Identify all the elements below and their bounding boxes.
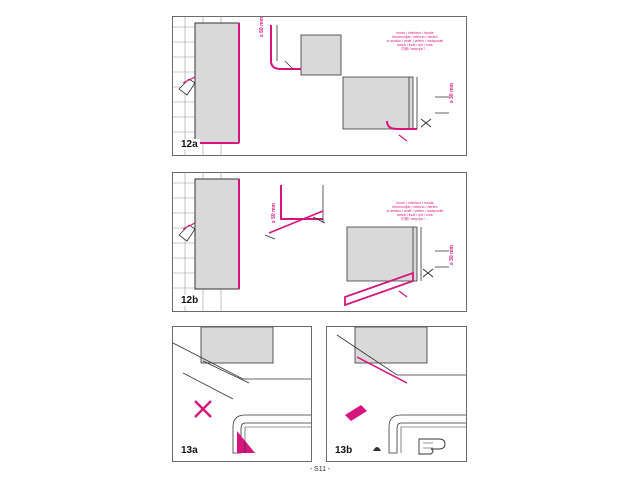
page-number: - S11 -	[309, 466, 331, 473]
detail-top	[264, 185, 326, 240]
measure-top: ≥ 50 mm	[271, 203, 277, 223]
door-glass	[194, 178, 240, 290]
measure-top: ≥ 50 mm	[259, 17, 265, 37]
inside-note: innen / intérieur / inside binnenzijde /…	[386, 201, 444, 222]
panel-label: 13b	[333, 445, 355, 456]
pink-x-icon	[194, 400, 212, 418]
detail-bottom	[342, 76, 449, 142]
inside-note: innen / intérieur / inside binnenzijde /…	[386, 31, 444, 52]
illustration-12b	[173, 173, 449, 311]
panel-13a: 13a	[172, 326, 312, 462]
cut-piece-icon	[345, 405, 367, 421]
door-glass	[354, 327, 428, 364]
illustration-12a	[173, 17, 449, 155]
hand-icon	[418, 438, 446, 455]
panel-13b: 13b	[326, 326, 467, 462]
illustration-13a	[173, 327, 311, 454]
panel-12b: innen / intérieur / inside binnenzijde /…	[172, 172, 467, 312]
detail-top	[270, 25, 342, 76]
panel-label: 12b	[179, 295, 201, 306]
panel-label: 13a	[179, 445, 200, 456]
seal-profile	[388, 414, 466, 454]
cut-piece-icon	[237, 431, 255, 453]
door-glass	[200, 327, 274, 364]
measure-side: ≥ 30 mm	[449, 83, 455, 103]
measure-side: ≥ 30 mm	[449, 245, 455, 265]
door-glass	[194, 22, 240, 144]
illustration-13b	[336, 327, 466, 455]
detail-bottom	[344, 226, 449, 307]
panel-12a: innen / intérieur / inside binnenzijde /…	[172, 16, 467, 156]
panel-label: 12a	[179, 139, 200, 150]
